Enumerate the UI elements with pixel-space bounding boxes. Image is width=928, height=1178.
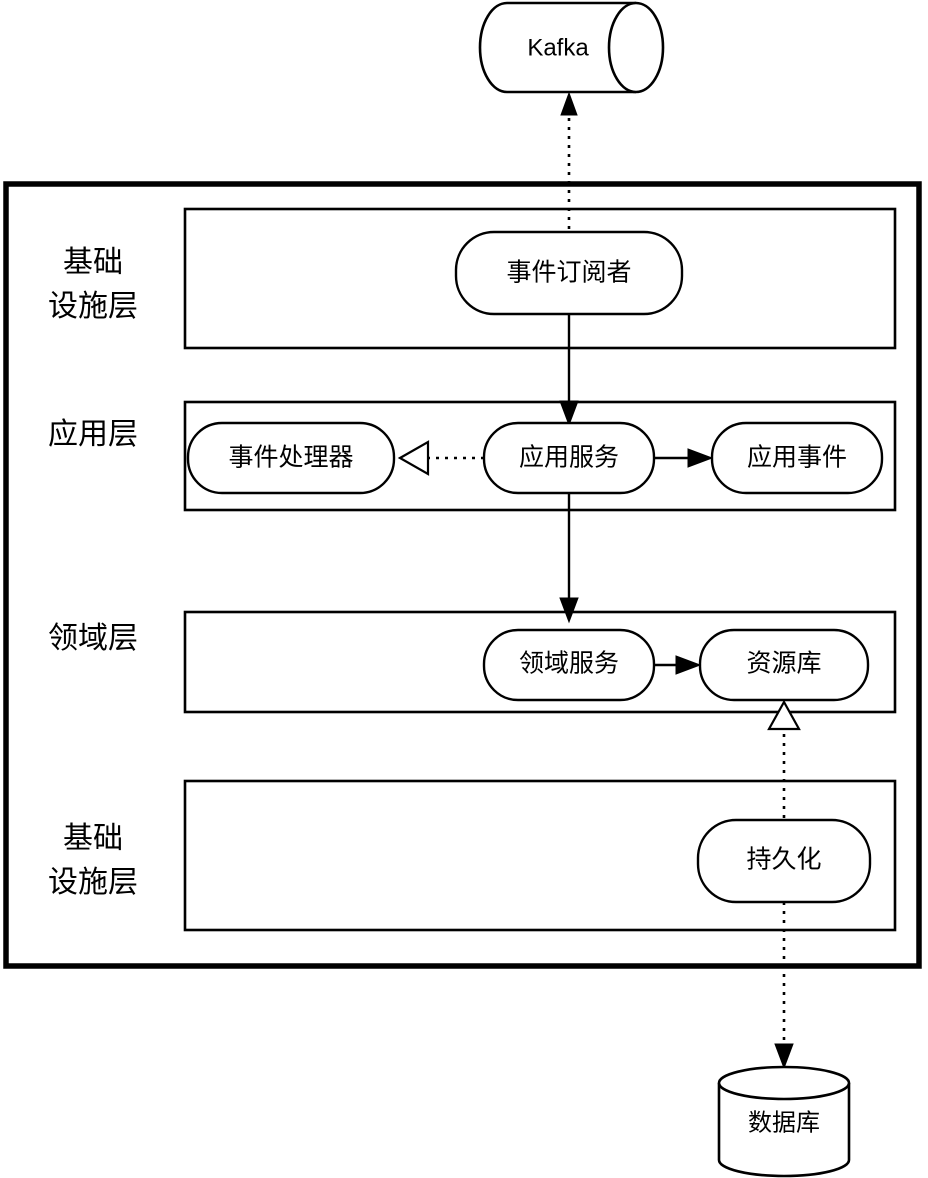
node-event-handler[interactable]: 事件处理器 [186, 421, 396, 495]
layer-box-domain [183, 610, 897, 714]
layer-title-application-line1: 应用层 [48, 418, 138, 451]
edge-domain-service-to-repository [654, 655, 702, 675]
node-application-service-label: 应用服务 [519, 444, 619, 472]
node-event-subscriber-label: 事件订阅者 [506, 259, 631, 287]
node-application-service[interactable]: 应用服务 [482, 421, 656, 495]
edge-persistence-to-database [774, 902, 794, 1070]
kafka-cylinder-cap [607, 1, 637, 94]
kafka-node[interactable]: Kafka [478, 1, 665, 94]
layer-box-infrastructure-bottom [183, 779, 897, 932]
node-event-subscriber[interactable]: 事件订阅者 [454, 230, 684, 316]
edge-app-service-to-app-event [654, 448, 714, 468]
edge-subscriber-to-app-service-arrowhead [559, 400, 579, 427]
edge-app-service-to-event-handler [397, 440, 484, 476]
layer-title-infrastructure-top-line2: 设施层 [48, 290, 138, 323]
edge-subscriber-to-kafka-arrowhead [560, 91, 578, 116]
edge-subscriber-to-kafka [560, 91, 578, 238]
edge-app-service-to-app-event-arrowhead [687, 448, 714, 468]
layer-title-infrastructure-bottom-line1: 基础 [63, 822, 123, 855]
edge-persistence-to-repository-arrowhead [767, 699, 801, 731]
node-event-handler-shape [186, 421, 396, 495]
layer-title-infrastructure-bottom-line2: 设施层 [48, 866, 138, 899]
node-persistence-label: 持久化 [746, 846, 821, 874]
edge-app-service-to-domain-service [559, 493, 579, 624]
layer-box-infrastructure-top [183, 207, 897, 350]
edge-persistence-to-repository [767, 699, 801, 818]
database-cylinder-cap [717, 1082, 851, 1101]
edge-app-service-to-domain-service-arrowhead [559, 597, 579, 624]
edge-persistence-to-database-arrowhead [774, 1043, 794, 1070]
system-boundary-box [3, 181, 922, 969]
node-application-event[interactable]: 应用事件 [710, 421, 884, 495]
edge-app-service-to-event-handler-arrowhead [397, 440, 430, 476]
node-domain-service-label: 领域服务 [519, 650, 619, 678]
node-persistence[interactable]: 持久化 [696, 818, 872, 904]
edge-subscriber-to-app-service [559, 314, 579, 427]
node-domain-service[interactable]: 领域服务 [482, 628, 656, 702]
node-repository[interactable]: 资源库 [698, 628, 870, 702]
node-application-event-label: 应用事件 [747, 444, 847, 472]
layer-box-application [183, 400, 897, 512]
layer-title-infrastructure-top-line1: 基础 [63, 246, 123, 279]
edge-domain-service-to-repository-arrowhead [675, 655, 702, 675]
kafka-label: Kafka [527, 34, 589, 61]
database-node[interactable]: 数据库 [717, 1065, 851, 1178]
database-label: 数据库 [748, 1109, 820, 1136]
node-event-handler-label: 事件处理器 [228, 444, 353, 472]
node-repository-label: 资源库 [746, 650, 821, 678]
layer-title-domain-line1: 领域层 [48, 622, 138, 655]
